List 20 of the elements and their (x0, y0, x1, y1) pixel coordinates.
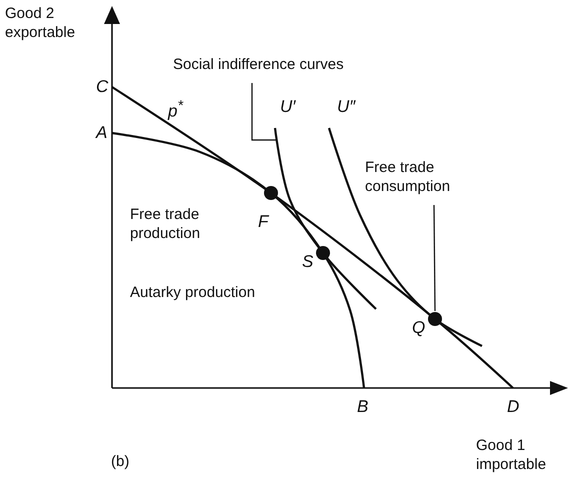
curve-label: Social indifference curves (173, 55, 373, 74)
point-label: B (357, 397, 368, 416)
point-label: A (96, 123, 108, 142)
panel-label: (b) (111, 452, 130, 471)
point-label: F (258, 212, 268, 231)
region-label: Free trade production (130, 205, 202, 243)
curve-label: U″ (337, 97, 356, 116)
leader-line (433, 205, 436, 311)
region-label: Autarky production (130, 283, 256, 302)
curve-label: p$^{*}$ (168, 97, 183, 121)
point-label: U′ (280, 97, 296, 116)
point-label: S (302, 252, 314, 271)
leader-line (251, 83, 277, 141)
point-dot (428, 312, 442, 326)
point-label: D (507, 397, 520, 416)
axis-label: Good 1 importable (476, 436, 548, 474)
point-label: C (96, 77, 108, 96)
axis-label: Good 2 exportable (5, 4, 76, 42)
curve-label: Free trade consumption (365, 158, 505, 196)
point-label: Q (412, 318, 426, 337)
